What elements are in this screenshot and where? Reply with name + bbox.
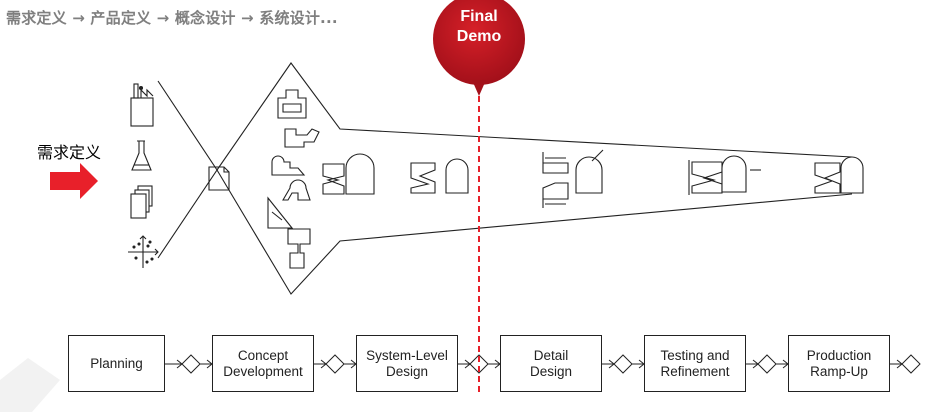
stage-testing-refinement: Testing and Refinement — [644, 335, 746, 392]
bracket-sketch-icon — [284, 128, 320, 148]
assembly-sketch-icon — [287, 228, 311, 269]
funnel-outline — [157, 62, 853, 295]
scatter-plot-icon — [128, 235, 159, 268]
stage-system-level-design: System-Level Design — [356, 335, 458, 392]
profile-sketch-icon — [271, 155, 306, 176]
stage-connector-5 — [746, 354, 789, 374]
part-sketch-icon — [277, 89, 307, 119]
input-label: 需求定义 — [37, 143, 102, 162]
hook-sketch-icon — [282, 179, 311, 201]
flask-icon — [131, 140, 152, 171]
final-demo-badge: Final Demo — [432, 0, 526, 96]
stacked-documents-icon — [130, 185, 153, 219]
final-demo-line2: Demo — [456, 28, 502, 45]
stage-connector-3 — [458, 354, 501, 374]
stage-connector-1 — [165, 354, 213, 374]
stage-connector-end — [890, 354, 921, 374]
stage-detail-design: Detail Design — [500, 335, 602, 392]
stage-connector-2 — [314, 354, 357, 374]
wedge-sketch-icon — [267, 196, 294, 229]
watermark-shape — [0, 358, 60, 412]
concept-shape-1 — [322, 153, 375, 195]
detail-shape-3 — [542, 149, 604, 208]
final-shape-5 — [814, 156, 864, 194]
breadcrumb: 需求定义 → 产品定义 → 概念设计 → 系统设计... — [6, 9, 338, 27]
concept-shape-2 — [410, 158, 469, 194]
stage-planning: Planning — [68, 335, 165, 392]
final-demo-line1: Final — [460, 8, 498, 25]
factory-icon — [130, 83, 154, 127]
stage-concept-development: Concept Development — [212, 335, 314, 392]
stage-production-ramp-up: Production Ramp-Up — [788, 335, 890, 392]
stage-connector-4 — [602, 354, 645, 374]
document-icon — [208, 166, 230, 191]
refined-shape-4 — [688, 155, 761, 195]
input-arrow-icon — [50, 163, 98, 199]
